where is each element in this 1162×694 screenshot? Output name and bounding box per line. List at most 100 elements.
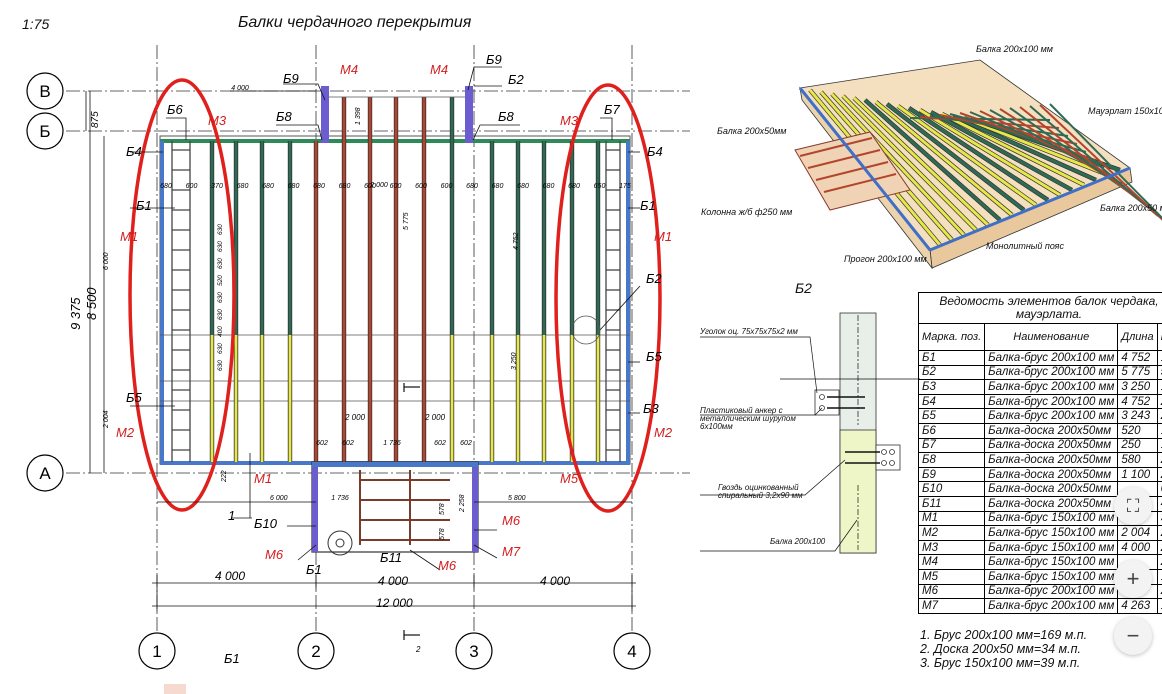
dim-5775: 5 775 xyxy=(403,212,410,230)
label-1: 1 xyxy=(228,508,235,523)
vertical-dim: 630 xyxy=(217,360,224,371)
label-b1-right: Б1 xyxy=(640,198,656,213)
schedule-cell: 1 100 xyxy=(1117,466,1158,483)
vertical-dim: 630 xyxy=(217,224,224,235)
schedule-cell: Б1 xyxy=(917,350,986,366)
axis-label-row: В xyxy=(39,82,50,101)
note-line: 2. Доска 200х50 мм=34 м.п. xyxy=(920,642,1081,656)
spacing-dim: 680 xyxy=(466,183,478,190)
spacing-dim: 600 xyxy=(390,183,402,190)
label-b1-left: Б1 xyxy=(136,198,152,213)
schedule-cell: Балка-доска 200х50мм xyxy=(984,437,1119,454)
dim-6000-bottom: 6 000 xyxy=(270,495,288,502)
schedule-cell: 3 250 xyxy=(1117,379,1158,395)
axis-bubble-row-b xyxy=(26,112,64,150)
iso-beam xyxy=(963,116,1109,177)
iso-beam xyxy=(941,112,1085,187)
label-m3: М3 xyxy=(560,113,579,128)
schedule-cell: Балка-доска 200х50мм xyxy=(984,495,1119,512)
drawing-scale: 1:75 xyxy=(22,16,50,32)
schedule-cell: 580 xyxy=(1117,452,1158,468)
label-m1-left: М1 xyxy=(120,229,138,244)
dim-bottom-4000-2: 4 000 xyxy=(378,574,408,588)
label-b10: Б10 xyxy=(254,516,278,531)
dim-2000: 2 000 xyxy=(369,182,388,189)
label-b5-right: Б5 xyxy=(646,349,662,364)
iso-beam xyxy=(830,92,966,237)
schedule-cell: М1 xyxy=(917,510,986,527)
schedule-cell: 2 xyxy=(1156,583,1162,600)
schedule-cell: Б4 xyxy=(917,393,986,410)
label-m6: М6 xyxy=(438,558,457,573)
dim-8500: 8 500 xyxy=(84,287,99,320)
schedule-cell: 1 xyxy=(1156,422,1162,439)
spacing-dim: 600 xyxy=(364,183,376,190)
vertical-dim: 630 xyxy=(217,258,224,269)
label-m6: М6 xyxy=(265,547,284,562)
iso-note-beam200x50-right: Балка 200х50 мм xyxy=(1100,203,1162,213)
iso-note-mauerlat: Мауэрлат 150х100 xyxy=(1088,106,1162,116)
schedule-cell: 6 xyxy=(1156,481,1162,497)
schedule-cell: 2 xyxy=(1156,408,1162,424)
axis-label-row: Б xyxy=(39,122,50,141)
label-m1-bottom: М1 xyxy=(254,471,272,486)
iso-beam xyxy=(919,108,1061,197)
schedule-cell: 5 775 xyxy=(1117,364,1158,381)
drawing-title: Балки чердачного перекрытия xyxy=(238,14,472,31)
dim-2000-a: 2 000 xyxy=(344,413,366,422)
top-opening-left xyxy=(321,86,329,143)
axis-bubble-col-3 xyxy=(455,632,493,670)
iso-beam xyxy=(908,106,1049,202)
zoom-out-button[interactable]: − xyxy=(1114,617,1152,655)
bookmark-tab[interactable] xyxy=(164,684,186,694)
label-m6-right: М6 xyxy=(502,513,521,528)
iso-beam xyxy=(930,110,1073,192)
schedule-cell: Б5 xyxy=(917,408,986,424)
schedule-cell: Балка-брус 200х100 мм xyxy=(984,379,1119,395)
label-b4-left: Б4 xyxy=(126,144,142,159)
bottom-dim: 1 736 xyxy=(383,440,401,447)
schedule-cell: 5 xyxy=(1156,364,1162,381)
schedule-cell: Балка-брус 200х100 мм xyxy=(984,598,1119,614)
label-m7: М7 xyxy=(502,544,521,559)
schedule-cell: 2 xyxy=(1156,554,1162,570)
schedule-cell: 4 752 xyxy=(1117,350,1158,366)
schedule-cell: М7 xyxy=(917,598,986,614)
detail-note-beam: Балка 200х100 xyxy=(770,537,826,546)
spacing-dim: 680 xyxy=(288,183,300,190)
dim-6000: 6 000 xyxy=(103,252,110,270)
schedule-cell: М2 xyxy=(917,525,986,541)
schedule-title: Ведомость элементов балок чердака, мауэр… xyxy=(918,292,1162,323)
dim-578b: 578 xyxy=(439,528,446,540)
spacing-dim: 680 xyxy=(517,183,529,190)
zoom-in-button[interactable]: + xyxy=(1114,560,1152,598)
note-line: 3. Брус 150х100 мм=39 м.п. xyxy=(920,656,1081,670)
dim-1398: 1 398 xyxy=(355,107,362,125)
iso-beam-cross xyxy=(1029,105,1159,217)
axis-bubble-col-1 xyxy=(138,632,176,670)
dim-875: 875 xyxy=(90,111,101,128)
schedule-cell: Балка-брус 150х100 мм xyxy=(984,539,1119,556)
iso-beam-cross xyxy=(1039,104,1162,221)
schedule-cell: Балка-брус 200х100 мм xyxy=(984,583,1119,600)
label-b4-right: Б4 xyxy=(647,144,663,159)
schedule-cell: Балка-брус 200х100 мм xyxy=(984,408,1119,424)
porch-frame xyxy=(311,461,479,553)
axis-label-row: А xyxy=(39,464,51,483)
fit-view-button[interactable]: ⛶ xyxy=(1114,487,1152,525)
iso-note-beam200x50-left: Балка 200х50мм xyxy=(717,126,787,136)
col-header: Наименование xyxy=(984,323,1119,351)
iso-beam xyxy=(897,104,1037,207)
label-m2-right: М2 xyxy=(654,425,673,440)
schedule-cell: М3 xyxy=(917,539,986,556)
spacing-dim: 600 xyxy=(415,183,427,190)
schedule-cell: 1 xyxy=(1156,598,1162,614)
iso-note-purlin: Прогон 200х100 мм xyxy=(844,254,927,264)
schedule-cell: Балка-доска 200х50мм xyxy=(984,466,1119,483)
label-b8: Б8 xyxy=(498,109,514,124)
